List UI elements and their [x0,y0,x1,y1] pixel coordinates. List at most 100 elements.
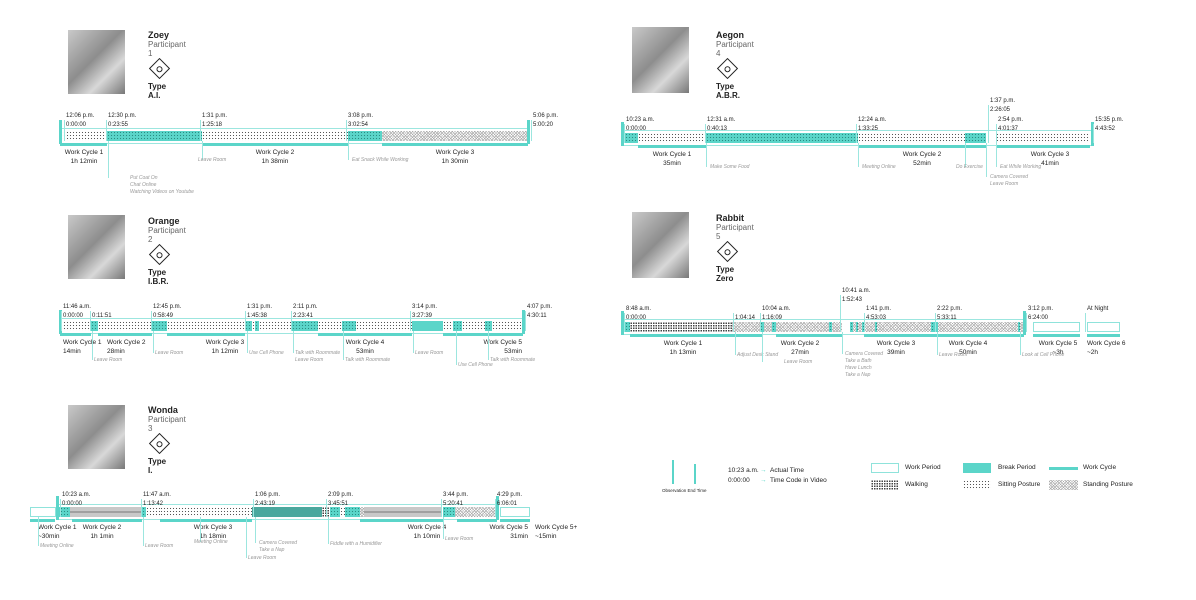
marker-timecode: 0:00:00 [66,122,87,128]
cycle-name: Work Cycle 4 [345,339,385,346]
cycle-name: Work Cycle 2 [780,340,820,347]
note-leader [153,331,154,353]
diamond-dot-icon [716,240,739,263]
cycle-duration: ~30min [38,533,60,540]
work-cycle-line [500,519,530,522]
marker-timecode: 5:20:41 [443,501,464,507]
marker-timecode: 0:40:13 [707,126,728,132]
event-note: Use Cell Phone [458,362,493,369]
segment-brk [245,321,252,331]
marker-time: 8:48 a.m. [626,306,652,312]
note-line: Chat Online [130,182,157,188]
marker-line [733,313,734,332]
note-leader [293,331,294,353]
event-note: Adjust Desk Stand [737,352,778,359]
marker-line [1026,313,1027,332]
marker-time: 12:45 p.m. [153,304,182,310]
cycle-duration: 1h 38min [261,158,289,165]
marker-timecode: 4:43:52 [1095,126,1116,132]
marker-line [441,499,442,517]
observation-end-mark [1023,311,1026,335]
note-line: Take a Bath [845,358,872,364]
marker-time: 1:06 p.m. [255,492,281,498]
work-cycle-line [98,333,152,336]
work-cycle-line [864,334,937,337]
note-leader [735,332,736,355]
work-cycle-swatch [1049,467,1078,470]
cycle-name: Work Cycle 1 [63,339,102,346]
participant-number: Participant 2 [148,226,186,244]
segment-sit [160,507,252,517]
icon-glyph [723,242,737,257]
marker-time: 10:41 a.m. [842,288,871,294]
cycle-name: Work Cycle 3 [1030,151,1070,158]
observation-end-mark [621,311,624,335]
marker-timecode: 4:30:11 [527,313,547,319]
marker-time: 12:30 p.m. [108,113,137,119]
cycle-duration: 1h 18min [199,533,227,540]
cycle-name: Work Cycle 5+ [535,524,578,531]
participant-photo [68,405,125,469]
cycle-duration: 1h 1min [90,533,114,540]
segment-brk [856,322,858,332]
marker-line [253,499,254,517]
note-line: Camera Covered [259,540,298,546]
event-note: Talk with Roommate [490,357,535,364]
event-note: Leave Room [248,555,276,562]
work-cycle-line [382,143,528,146]
legend-walking: Walking [905,481,928,488]
note-line: Leave Room [145,543,174,549]
cycle-name: Work Cycle 2 [82,524,122,531]
event-note: Leave Room [784,359,812,366]
marker-timecode: 1:25:18 [202,122,223,128]
marker-time: At Night [1087,306,1109,312]
work-cycle-line [457,519,497,522]
event-note: Talk with Roommate [345,357,390,364]
marker-time: 10:23 a.m. [626,117,655,123]
work-cycle-line [1087,334,1120,337]
note-line: Talk with Roommate [295,350,341,356]
marker-timecode: 5:00:20 [533,122,554,128]
note-line: Leave Room [94,357,123,363]
work-period-outline [500,507,530,517]
marker-time: 1:31 p.m. [202,113,228,119]
segment-sit [98,321,152,331]
marker-timecode: 0:11:51 [92,313,112,319]
note-leader [762,332,763,362]
diamond-arrow-icon [148,57,171,80]
segment-gray [364,507,442,517]
marker-timecode: 3:45:51 [328,501,349,507]
segment-stand [938,322,1018,332]
note-line: Leave Room [295,357,324,363]
arrow-right-icon: → [760,477,767,484]
note-leader [200,517,201,542]
cycle-name: Work Cycle 1 [64,149,104,156]
segment-sit [462,321,485,331]
marker-time: 3:44 p.m. [443,492,469,498]
participant-number: Participant 1 [148,40,186,58]
observation-end-mark [522,310,525,334]
segment-sit [167,321,245,331]
work-cycle-label: Work Cycle 5~3h [1039,339,1078,357]
note-leader [255,517,256,543]
work-cycle-line [30,519,55,522]
event-note: Leave Room [939,352,967,359]
cycle-duration: ~3h [1052,349,1064,356]
note-line: Eat While Working [1000,164,1042,170]
work-cycle-line [167,333,245,336]
cycle-duration: 41min [1041,160,1059,167]
segment-brk [875,322,877,332]
note-leader [965,143,966,167]
marker-line [410,311,411,331]
event-note: Do Exercise [956,164,983,171]
segment-brk [345,507,360,517]
